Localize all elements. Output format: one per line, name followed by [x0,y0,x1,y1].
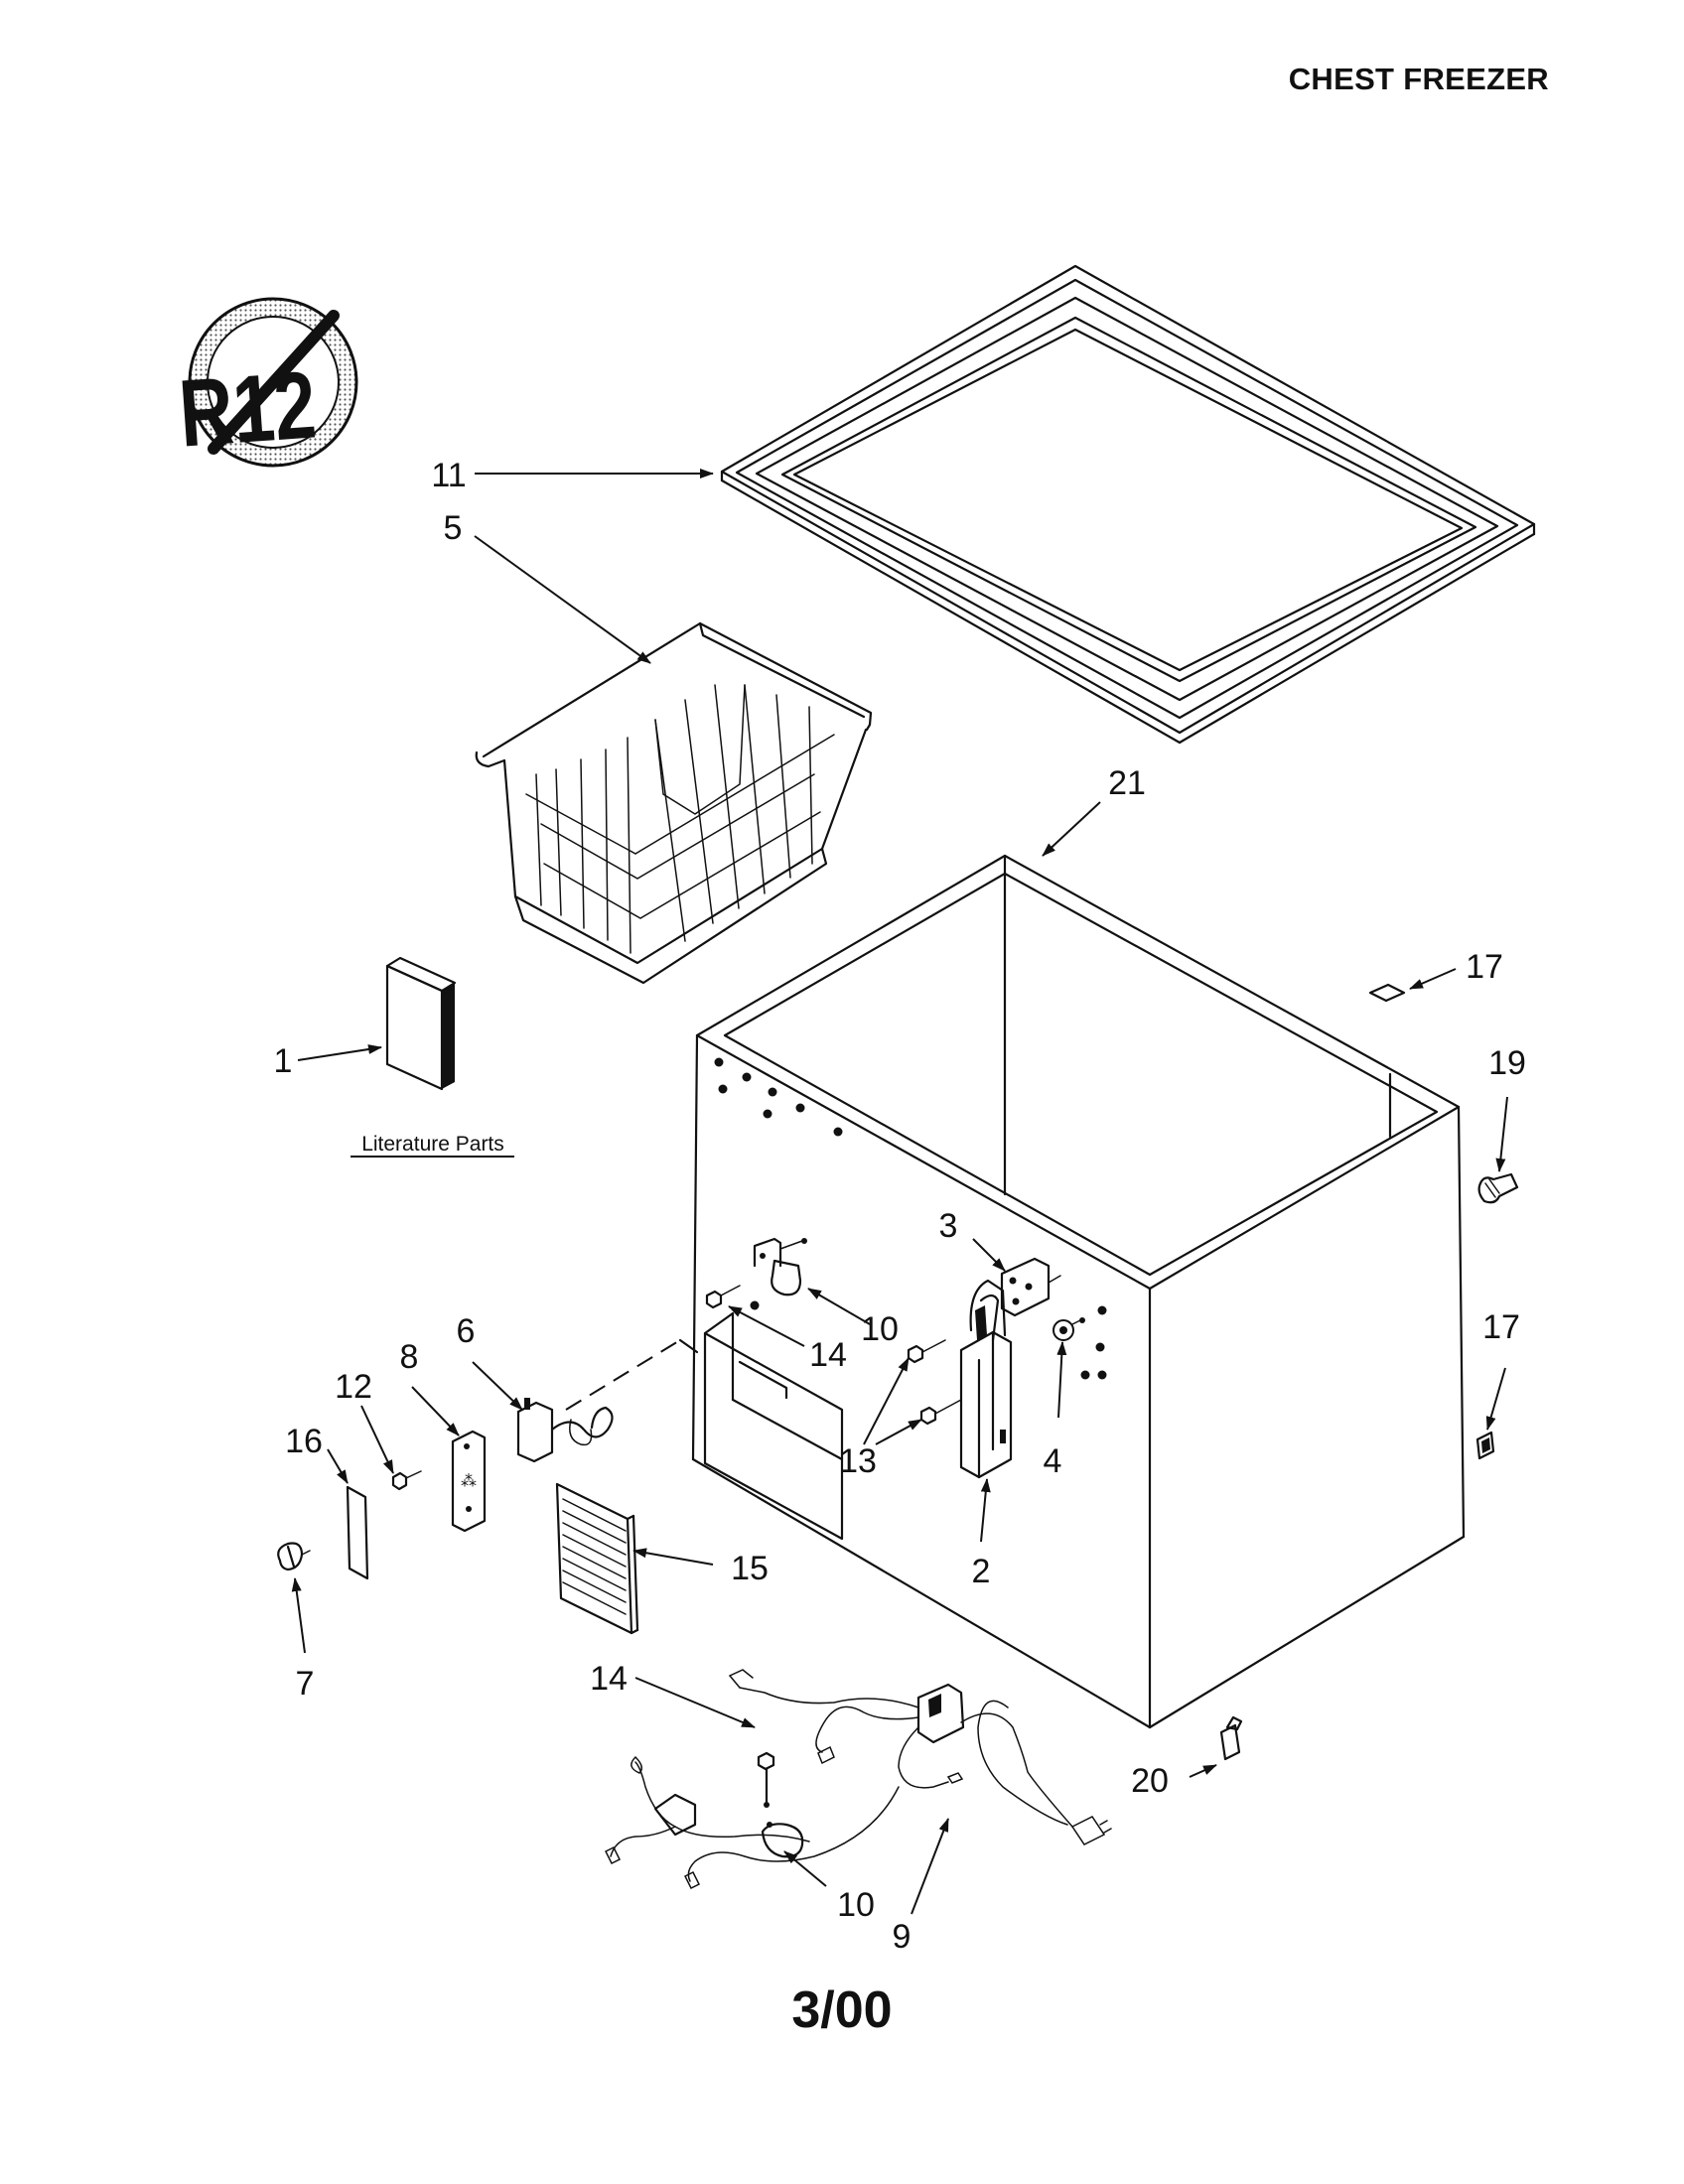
callout-10-upper: 10 [861,1310,899,1348]
callout-4: 4 [1044,1442,1062,1480]
page-title: CHEST FREEZER [1288,62,1549,96]
bracket-part-10-lower [761,1822,804,1858]
footer-date: 3/00 [791,1981,893,2039]
hinge-plate-part-3 [1000,1257,1061,1317]
callout-17-lower: 17 [1482,1308,1520,1346]
lid-part-11 [720,264,1536,745]
hinge-part-2 [959,1279,1013,1479]
thermostat-part-6 [516,1338,699,1463]
cabinet-part-21 [691,854,1466,1729]
callout-15: 15 [731,1550,769,1587]
screw-part-14-upper [705,1285,741,1309]
plug-part-17-lower [1475,1431,1495,1460]
fitting-part-19 [1477,1172,1519,1204]
callout-19: 19 [1488,1044,1526,1082]
callout-17-upper: 17 [1466,948,1503,986]
callout-8: 8 [400,1338,419,1376]
callout-20: 20 [1131,1762,1169,1800]
literature-booklet-part-1: Literature Parts [351,956,514,1158]
label-part-16 [346,1485,369,1580]
plug-part-17-upper [1368,983,1406,1003]
callout-14-lower: 14 [590,1660,628,1698]
wiring-harness-part-9 [604,1669,1112,1890]
screws-part-13 [907,1339,962,1426]
callout-12: 12 [335,1368,372,1406]
no-r12-badge: R12 [176,297,358,468]
callout-21: 21 [1108,764,1146,802]
callout-5: 5 [444,509,463,547]
screw-part-14-lower [757,1751,775,1808]
screw-part-4 [1052,1317,1085,1341]
leader-lines [291,469,1508,1915]
callout-labels: 11 5 21 17 19 1 3 10 14 17 6 8 12 16 13 … [274,457,1526,1956]
callout-16: 16 [285,1423,323,1460]
callout-11: 11 [431,457,466,494]
bracket-part-10-upper [753,1237,807,1297]
basket-part-5 [475,621,873,985]
callout-10-lower: 10 [837,1886,875,1924]
callout-9: 9 [893,1918,912,1956]
screw-part-12 [391,1470,422,1491]
clip-part-20 [1219,1715,1243,1761]
callout-6: 6 [457,1312,476,1350]
callout-1: 1 [274,1042,293,1080]
callout-14-upper: 14 [809,1336,847,1374]
grille-part-15 [555,1482,639,1635]
control-plate-part-8: ⁂ [451,1430,487,1533]
callout-7: 7 [296,1665,315,1703]
callout-13: 13 [839,1442,877,1480]
svg-text:⁂: ⁂ [461,1471,477,1490]
callout-2: 2 [972,1553,991,1590]
callout-3: 3 [939,1207,958,1245]
literature-parts-label: Literature Parts [361,1133,504,1156]
knob-part-7 [277,1542,311,1571]
